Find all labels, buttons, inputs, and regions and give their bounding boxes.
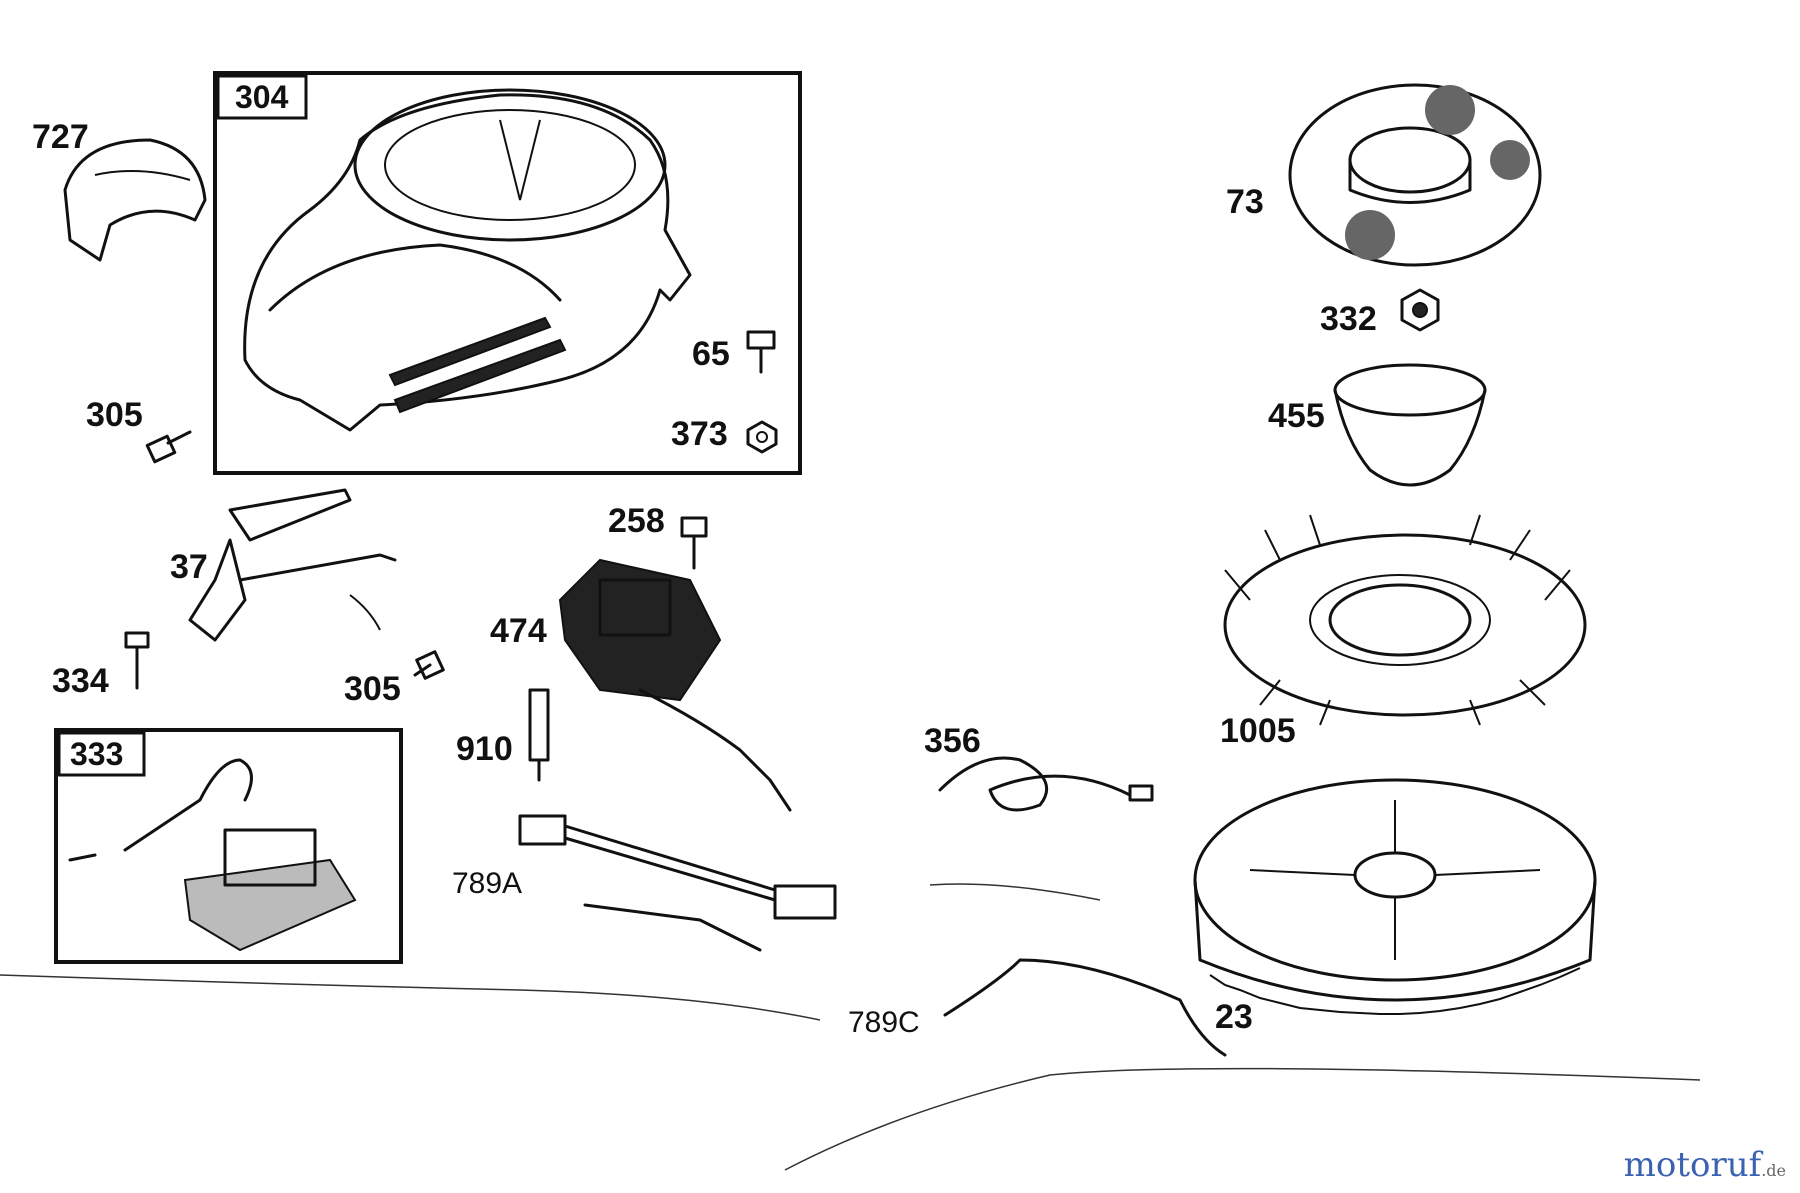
label-334: 334 [52,662,109,700]
nut-332 [1400,288,1440,332]
label-1005: 1005 [1220,712,1296,750]
screw-258 [680,516,708,570]
label-258: 258 [608,502,665,540]
watermark-tld: .de [1761,1161,1786,1180]
screw-305-top [145,430,192,464]
part-727-shroud [63,138,207,262]
label-305-top: 305 [86,396,143,434]
label-332: 332 [1320,300,1377,338]
nut-373 [746,420,778,454]
label-23: 23 [1215,998,1253,1036]
label-910: 910 [456,730,513,768]
label-474: 474 [490,612,547,650]
watermark-logo: motoruf.de [1624,1145,1786,1185]
label-73: 73 [1226,183,1264,221]
wire-356 [938,756,1154,812]
blower-housing [243,88,692,432]
label-356: 356 [924,722,981,760]
watermark-brand: motoruf [1623,1145,1762,1185]
standoff-910 [528,688,550,782]
label-373: 373 [671,415,728,453]
box-304: 304 [213,71,802,475]
part-37-baffle [188,488,397,642]
screw-305-mid [413,650,445,680]
flywheel-23 [1193,778,1597,1015]
label-37: 37 [170,548,208,586]
label-789A: 789A [452,867,522,900]
label-789C: 789C [848,1006,920,1039]
label-65: 65 [692,335,730,373]
box-333: 333 [54,728,403,964]
fan-1005 [1223,514,1587,726]
ignition-module-333 [68,758,357,952]
box-304-label: 304 [235,79,289,115]
screen-73 [1288,83,1542,267]
background-sketch-lines [0,883,1701,1171]
label-727: 727 [32,118,89,156]
label-305-mid: 305 [344,670,401,708]
connector-789A [518,814,837,952]
wire-789C [943,958,1227,1057]
bolt-65 [746,330,776,374]
box-333-label: 333 [70,736,123,772]
cup-455 [1333,363,1487,487]
bolt-334 [124,631,150,690]
label-455: 455 [1268,397,1325,435]
armature-474 [558,558,792,812]
